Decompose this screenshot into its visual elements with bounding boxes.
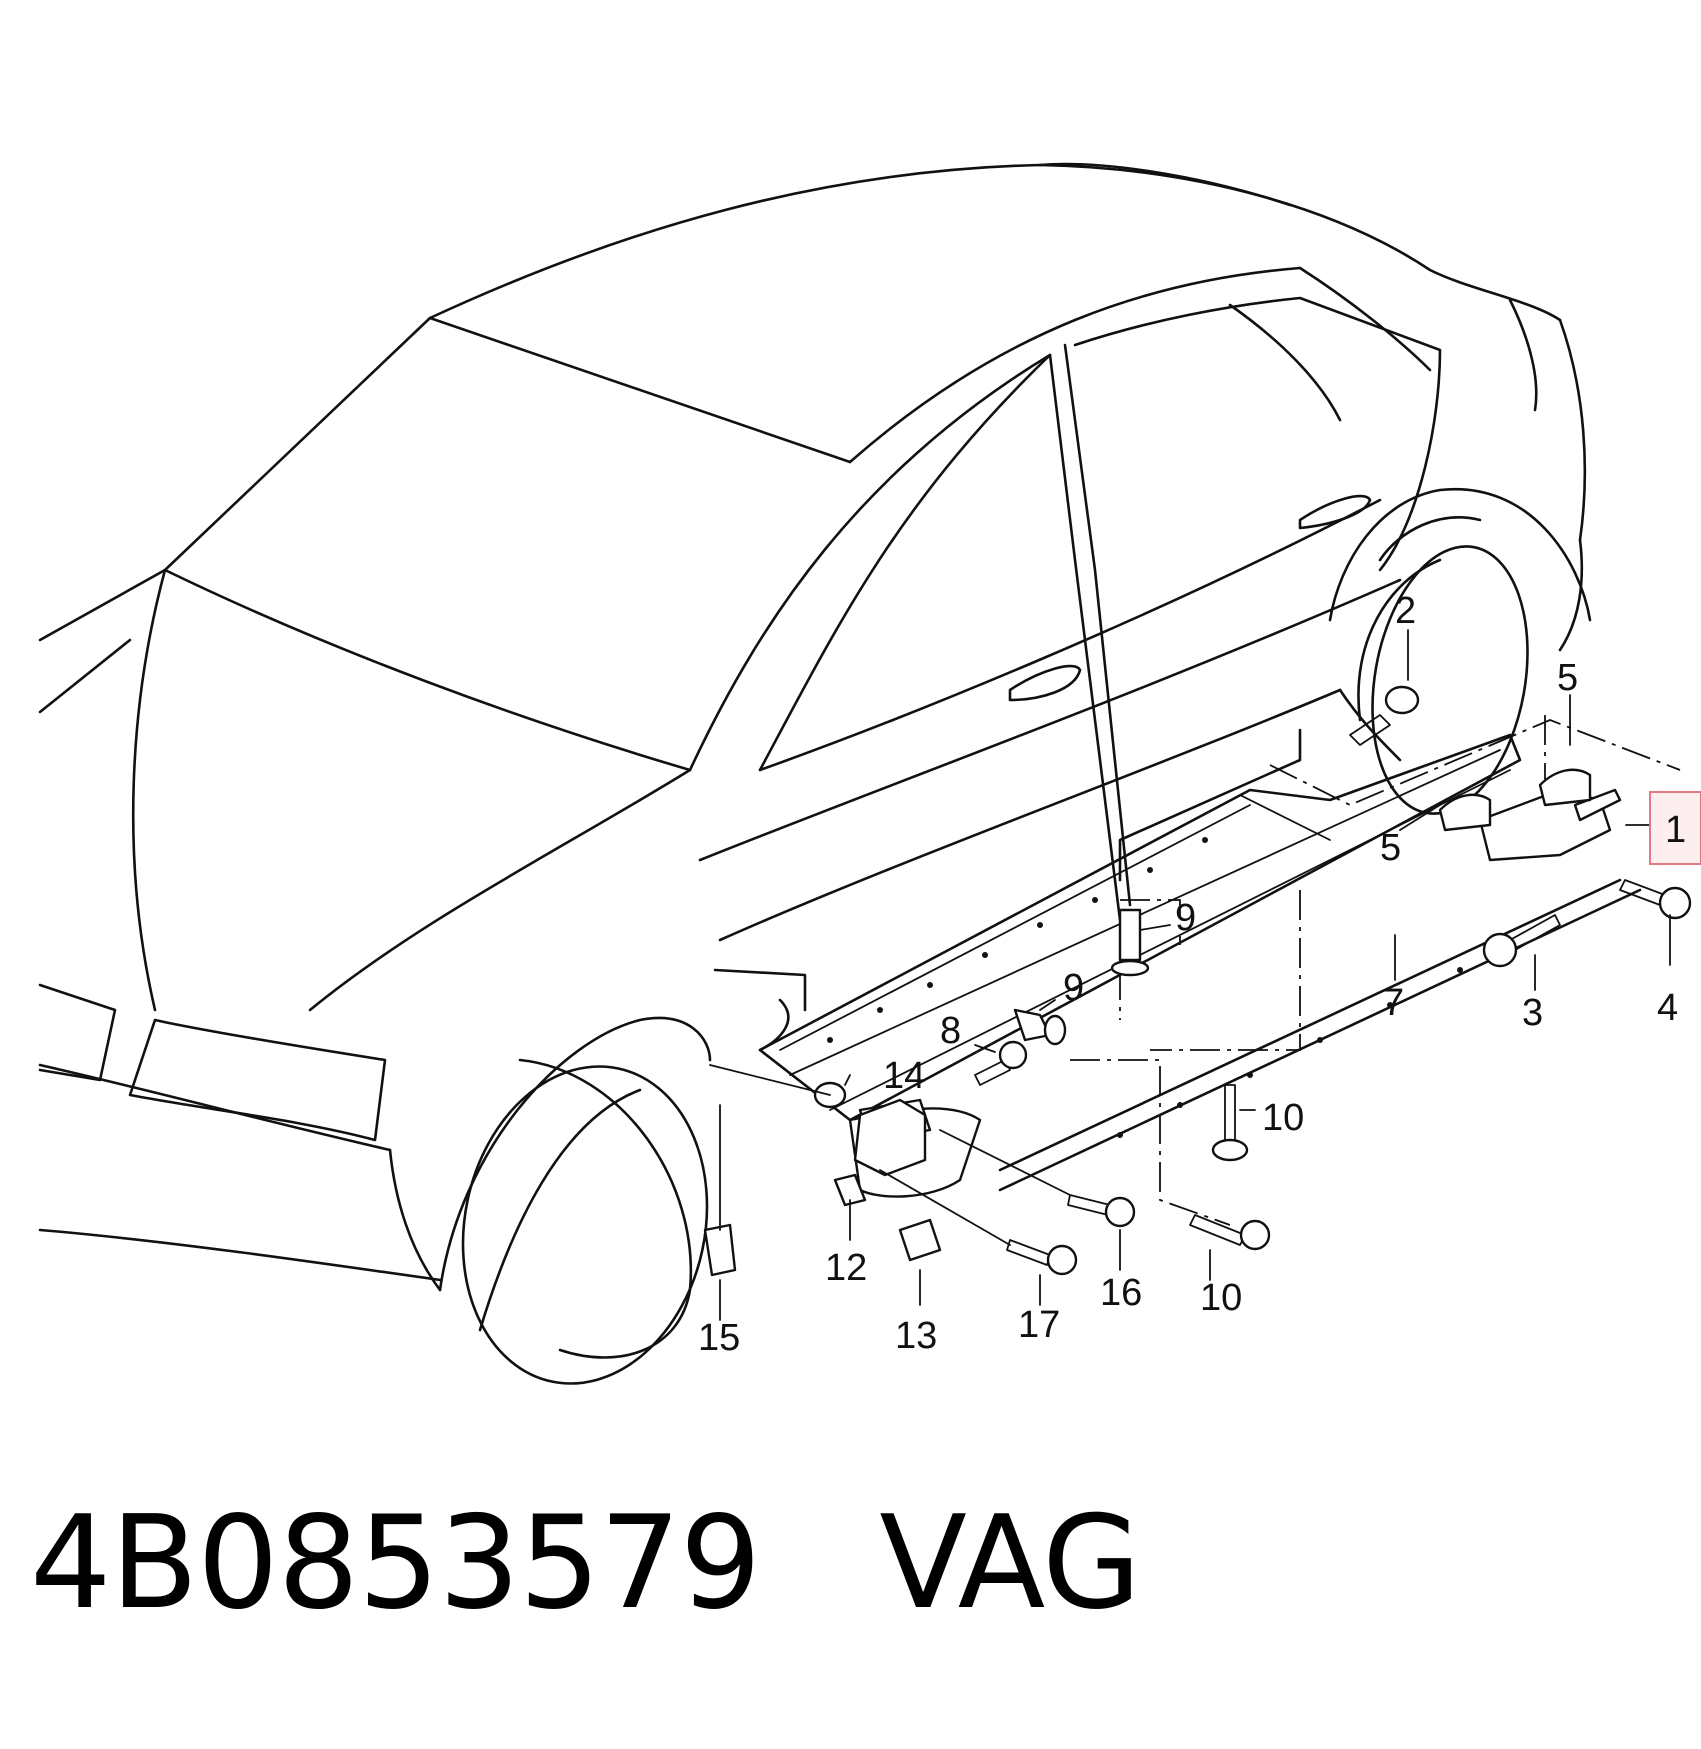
callout-8: 8: [940, 1010, 961, 1052]
part-caption: 4B0853579 VAG: [30, 1500, 1141, 1628]
callout-14: 14: [883, 1055, 925, 1097]
callout-9-upper: 9: [1175, 897, 1196, 939]
brand-name: VAG: [879, 1489, 1141, 1638]
callout-10-upper: 10: [1262, 1097, 1304, 1139]
callout-17: 17: [1018, 1304, 1060, 1346]
callout-leaders: [719, 629, 1671, 1321]
callout-labels: 1 2 3 4 5 5 7 8 9 9 10 10 12 13 14 15 16…: [698, 590, 1701, 1359]
callout-5-upper: 5: [1557, 657, 1578, 699]
callout-7: 7: [1383, 982, 1404, 1024]
car-outline: [38, 162, 1592, 1385]
callout-13: 13: [895, 1315, 937, 1357]
callout-12: 12: [825, 1247, 867, 1289]
callout-1-highlight: [1649, 791, 1701, 865]
assembly-leader-lines: [1070, 715, 1681, 1226]
callout-2: 2: [1395, 590, 1416, 632]
fasteners: [703, 685, 1692, 1277]
callout-10-lower: 10: [1200, 1277, 1242, 1319]
callout-5-lower: 5: [1380, 827, 1401, 869]
callout-3: 3: [1522, 992, 1543, 1034]
callout-15: 15: [698, 1317, 740, 1359]
part-number: 4B0853579: [30, 1489, 761, 1638]
callout-4: 4: [1657, 987, 1678, 1029]
callout-1: 1: [1665, 809, 1686, 851]
callout-9-lower: 9: [1063, 967, 1084, 1009]
callout-16: 16: [1100, 1272, 1142, 1314]
